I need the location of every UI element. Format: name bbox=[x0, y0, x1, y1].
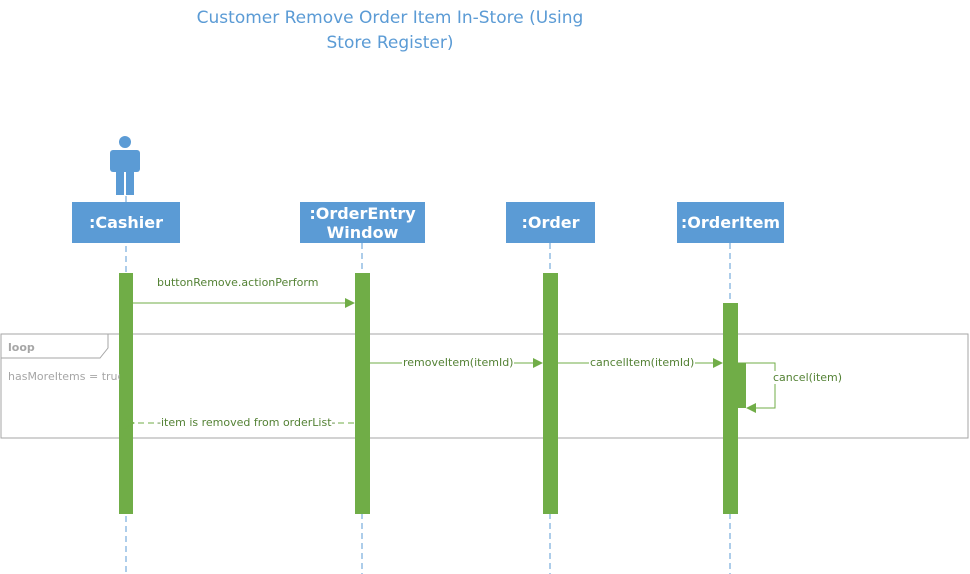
diagram-title-line1: Customer Remove Order Item In-Store (Usi… bbox=[196, 8, 584, 28]
message-label-return: -item is removed from orderList- bbox=[156, 416, 337, 429]
lifeline-box-orderentry: :OrderEntry Window bbox=[300, 202, 425, 243]
lifeline-label-orderitem: :OrderItem bbox=[680, 213, 781, 232]
lifeline-label-cashier: :Cashier bbox=[88, 213, 164, 232]
message-arrow-cancel-self bbox=[738, 362, 776, 413]
diagram-title: Customer Remove Order Item In-Store (Usi… bbox=[180, 6, 600, 56]
loop-tag: loop bbox=[8, 341, 35, 354]
activation-cashier bbox=[119, 273, 133, 514]
loop-frame-tag-box bbox=[1, 333, 109, 359]
message-label-cancel: cancel(item) bbox=[772, 371, 844, 384]
lifeline-label-orderentry-line1: :OrderEntry bbox=[309, 203, 416, 223]
person-icon bbox=[110, 136, 140, 195]
loop-frame bbox=[0, 333, 969, 439]
lifeline-box-order: :Order bbox=[506, 202, 595, 243]
message-label-removeitem: removeItem(itemId) bbox=[402, 356, 515, 369]
loop-guard: hasMoreItems = true bbox=[8, 370, 120, 383]
lifeline-label-order: :Order bbox=[521, 213, 580, 232]
activation-orderitem-nested bbox=[732, 363, 746, 408]
activation-orderitem bbox=[723, 303, 738, 514]
message-label-buttonremove: buttonRemove.actionPerform bbox=[156, 276, 320, 289]
lifeline-label-orderentry-line2: Window bbox=[326, 222, 399, 242]
activation-orderentry bbox=[355, 273, 370, 514]
lifeline-box-cashier: :Cashier bbox=[72, 202, 180, 243]
activation-order bbox=[543, 273, 558, 514]
diagram-title-line2: Store Register) bbox=[326, 33, 454, 53]
lifeline-box-orderitem: :OrderItem bbox=[677, 202, 784, 243]
message-label-cancelitem: cancelItem(itemId) bbox=[589, 356, 696, 369]
